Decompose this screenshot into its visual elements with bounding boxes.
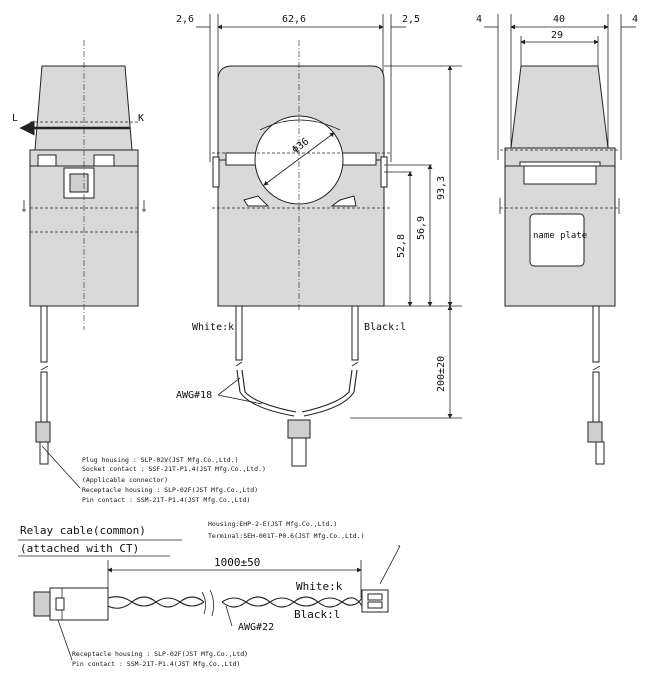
arrow-label-k: K: [138, 113, 144, 124]
dim-side-inner: 29: [551, 30, 563, 41]
dim-side-gap-right: 4: [632, 14, 638, 25]
front-view: 2,6 62,6 2,5 Φ36 52,8 56,9 93,3 200±20: [176, 14, 462, 467]
relay-terminal-note: Terminal:SEH-001T-P0.6(JST Mfg.Co.,Ltd.): [208, 532, 365, 540]
awg-label-front: AWG#18: [176, 390, 212, 401]
relay-housing-note: Housing:EHP-2-E(JST Mfg.Co.,Ltd.): [208, 520, 337, 528]
relay-cable: Relay cable(common) (attached with CT) H…: [18, 520, 401, 668]
note-plug-housing: Plug housing : SLP-02V(JST Mfg.Co.,Ltd.): [82, 456, 239, 464]
relay-title-line2: (attached with CT): [20, 542, 139, 555]
wire-label-white: White:k: [192, 322, 234, 333]
left-view: L K: [12, 40, 146, 465]
plug-notes: Plug housing : SLP-02V(JST Mfg.Co.,Ltd.)…: [41, 445, 266, 504]
arrow-label-l: L: [12, 113, 18, 124]
relay-title-line1: Relay cable(common): [20, 524, 146, 537]
note-applicable-connector: (Applicable connector): [82, 476, 168, 484]
awg-label-relay: AWG#22: [238, 622, 274, 633]
wire-label-black: Black:l: [364, 322, 406, 333]
side-view: 4 40 4 29 name plate: [476, 14, 638, 465]
relay-black-label: Black:l: [294, 608, 340, 621]
name-plate-label: name plate: [533, 231, 587, 241]
dim-front-left-gap: 2,6: [176, 14, 194, 25]
name-plate: [529, 213, 585, 267]
relay-housing: [361, 589, 389, 613]
dim-side-width: 40: [553, 14, 565, 25]
dim-lead-length: 200±20: [436, 356, 447, 392]
relay-white-label: White:k: [296, 580, 343, 593]
note-pin-contact: Pin contact : SSM-21T-P1.4(JST Mfg.Co.,L…: [82, 496, 250, 504]
dim-front-width: 62,6: [282, 14, 306, 25]
dim-height-a: 52,8: [396, 234, 407, 258]
dim-height-b: 56,9: [416, 216, 427, 240]
relay-note-pin: Pin contact : SSM-21T-P1.4(JST Mfg.Co.,L…: [72, 660, 240, 668]
note-socket-contact: Socket contact : SSF-21T-P1.4(JST Mfg.Co…: [82, 465, 266, 473]
dim-side-gap-left: 4: [476, 14, 482, 25]
dim-front-right-gap: 2,5: [402, 14, 420, 25]
dim-height-total: 93,3: [436, 176, 447, 200]
dim-relay-length: 1000±50: [214, 556, 260, 569]
note-receptacle-housing: Receptacle housing : SLP-02F(JST Mfg.Co.…: [82, 486, 258, 494]
relay-note-receptacle: Receptacle housing : SLP-02F(JST Mfg.Co.…: [72, 650, 248, 658]
